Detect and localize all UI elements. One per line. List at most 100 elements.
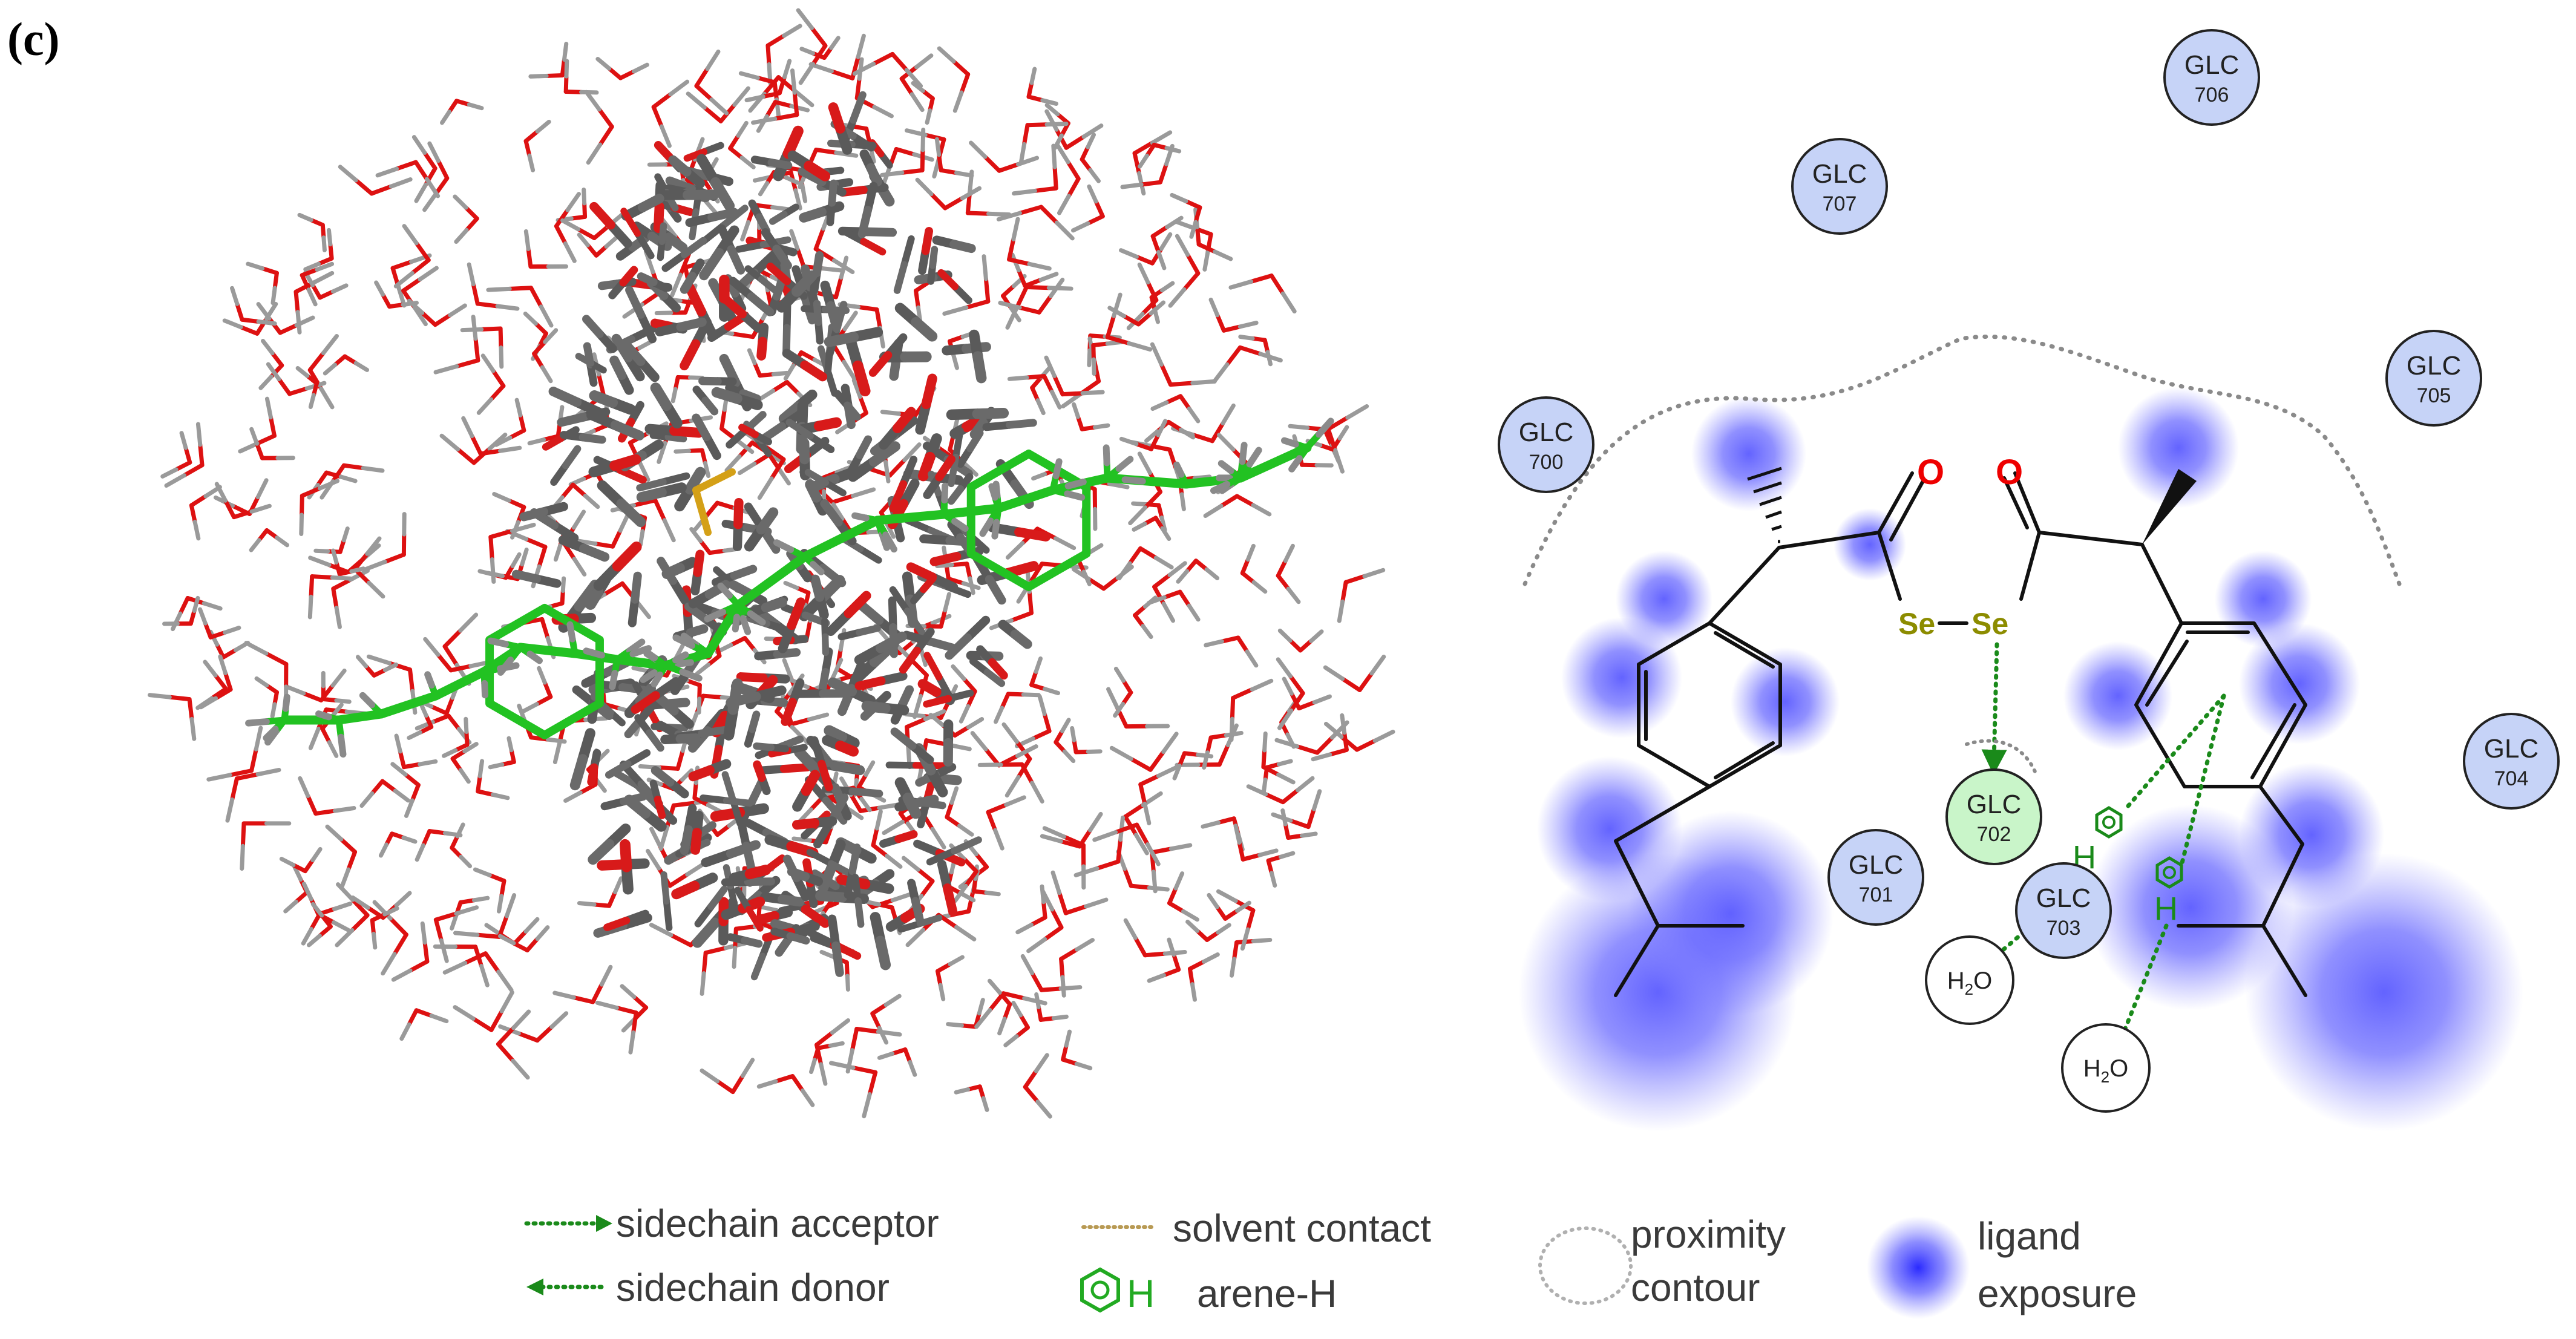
host-bond	[741, 677, 785, 679]
host-bond	[758, 652, 796, 656]
host-bond	[516, 574, 557, 583]
water-stick	[1339, 570, 1383, 621]
host-bond	[859, 676, 903, 686]
host-bond	[937, 240, 971, 249]
exposure-halo	[1537, 756, 1682, 902]
host-bond	[931, 249, 934, 281]
host-bond	[765, 897, 799, 902]
host-bond	[914, 578, 933, 601]
water-stick	[1328, 406, 1367, 471]
water-stick	[1188, 922, 1230, 940]
water-stick	[1025, 1055, 1050, 1116]
ligand-hydrogen	[944, 486, 945, 514]
residue-number: 701	[1859, 883, 1893, 906]
host-bond	[756, 746, 785, 748]
host-bond	[660, 226, 663, 257]
water-stick	[316, 529, 348, 552]
ligand-bond	[339, 714, 381, 720]
host-bond	[591, 753, 597, 782]
host-bond	[831, 595, 867, 631]
water-stick	[749, 350, 787, 376]
water-stick	[1325, 656, 1383, 690]
water-stick	[455, 197, 477, 242]
sidechain-acceptor-line	[1994, 644, 1997, 762]
water-stick	[1231, 940, 1270, 975]
host-bond	[761, 327, 764, 356]
water-stick	[281, 849, 320, 871]
host-bond	[841, 628, 877, 637]
host-bond	[825, 621, 826, 652]
ligand-hydrogen	[1106, 448, 1107, 478]
water-stick	[1014, 146, 1057, 194]
exposure-halo	[2063, 641, 2172, 750]
water-stick	[702, 943, 746, 994]
legend-label-contour: contour	[1631, 1266, 1760, 1309]
host-bond	[594, 396, 631, 410]
water-stick	[579, 879, 621, 906]
host-bond	[920, 379, 932, 430]
host-bond	[786, 304, 787, 352]
host-bond	[851, 341, 865, 391]
water-stick	[555, 967, 611, 1002]
water-stick	[1063, 1032, 1090, 1068]
water-stick	[286, 866, 307, 911]
host-bond	[832, 919, 839, 973]
water-stick	[1056, 720, 1073, 761]
water-stick	[1115, 669, 1131, 715]
water-stick	[327, 827, 355, 887]
legend-label-arene-h: arene-H	[1197, 1272, 1337, 1315]
water-disc-h2o-2: H2O	[2062, 1024, 2149, 1111]
water-stick	[579, 235, 616, 255]
water-stick	[475, 869, 504, 911]
host-bond	[1003, 624, 1027, 644]
water-stick	[995, 694, 1038, 722]
water-stick	[980, 764, 1042, 801]
water-stick	[1072, 728, 1101, 753]
water-stick	[1190, 955, 1218, 1000]
host-bond	[654, 784, 662, 816]
host-bond	[797, 821, 832, 825]
host-bond	[748, 715, 756, 744]
legend-ligand-exposure: ligand exposure	[1867, 1214, 2137, 1319]
water-stick	[1017, 696, 1049, 746]
water-stick	[798, 10, 825, 83]
ligand-hydrogen	[1053, 490, 1082, 497]
water-stick	[1023, 956, 1080, 990]
water-stick	[1273, 791, 1320, 827]
water-stick	[490, 738, 514, 767]
host-bond	[761, 767, 807, 770]
water-stick	[1095, 825, 1159, 864]
water-stick	[1073, 186, 1103, 231]
host-bond	[625, 845, 628, 889]
residue-name: GLC	[2036, 883, 2091, 913]
water-stick	[1074, 404, 1108, 429]
water-stick	[1153, 396, 1198, 421]
water-stick	[947, 788, 972, 834]
ligand-hydrogen	[428, 675, 436, 696]
host-bond	[883, 834, 914, 844]
ligand-hydrogen	[284, 697, 287, 720]
host-bond	[941, 273, 969, 301]
water-stick	[654, 82, 687, 146]
host-bond	[799, 693, 847, 694]
residue-number: 702	[1977, 823, 2011, 846]
water-stick	[1119, 548, 1172, 578]
water-disc-h2o-1: H2O	[1926, 937, 2013, 1024]
water-stick	[1053, 872, 1106, 913]
water-stick	[1149, 940, 1179, 981]
water-stick	[163, 433, 190, 477]
water-stick	[452, 825, 470, 866]
water-stick	[1147, 422, 1193, 440]
water-stick	[1032, 658, 1058, 693]
residue-number: 700	[1529, 451, 1564, 474]
water-stick	[971, 143, 1037, 171]
water-stick	[1231, 276, 1294, 312]
host-bond	[974, 335, 982, 378]
host-bond	[695, 816, 699, 850]
water-stick	[1284, 679, 1329, 709]
water-stick	[242, 823, 289, 869]
ligand-hydrogen	[339, 720, 343, 755]
water-stick	[500, 1013, 566, 1041]
